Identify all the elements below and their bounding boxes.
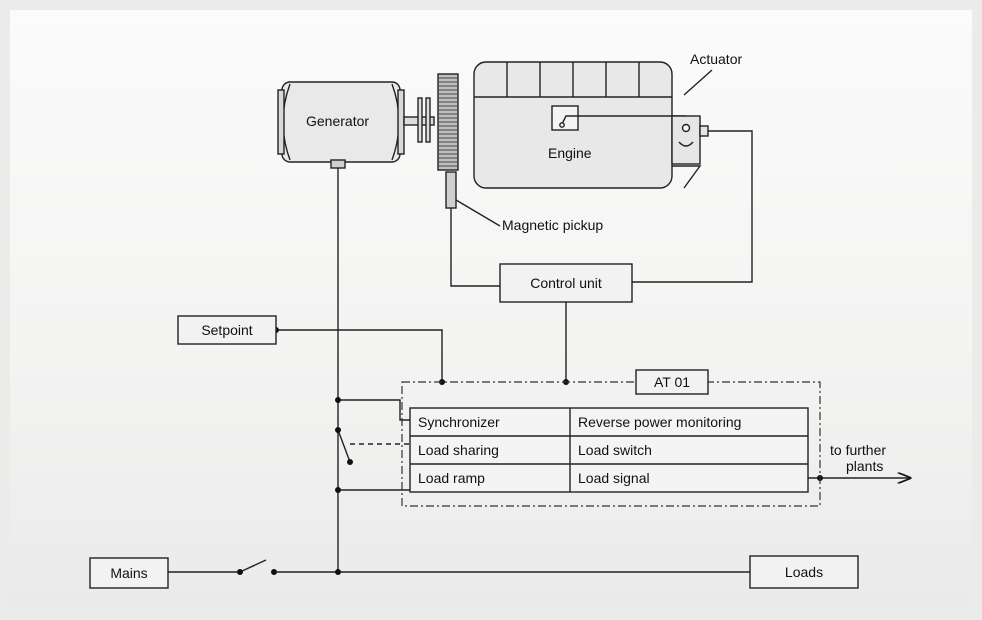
actuator-symbol [671,69,713,189]
table-cell: Synchronizer [418,414,500,430]
setpoint-label: Setpoint [201,322,253,338]
loads-label: Loads [784,564,824,580]
magnetic-pickup-label: Magnetic pickup [502,217,604,233]
at01-box [635,369,709,395]
functions-table-grid [409,407,809,493]
table-cell: Load signal [578,470,650,486]
mains-label: Mains [110,565,148,581]
mains-box [89,557,169,589]
shaft-coupling [403,97,435,143]
flywheel-gear [437,73,459,171]
table-cell: Reverse power monitoring [578,414,742,430]
wiring [168,130,910,573]
engine-label: Engine [548,145,592,161]
control-unit-label: Control unit [530,275,602,291]
control-unit-box [499,263,633,303]
further-plants-line2: plants [846,458,884,474]
engine-symbol [473,61,687,189]
further-plants-line1: to further [830,442,887,458]
setpoint-box [177,315,277,345]
at01-label: AT 01 [653,374,691,390]
table-cell: Load switch [578,442,652,458]
at01-enclosure [401,381,821,507]
generator-symbol [277,81,405,169]
table-cell: Load ramp [418,470,485,486]
table-cell: Load sharing [418,442,499,458]
actuator-label: Actuator [690,51,743,67]
loads-box [749,555,859,589]
generator-label: Generator [306,113,370,129]
